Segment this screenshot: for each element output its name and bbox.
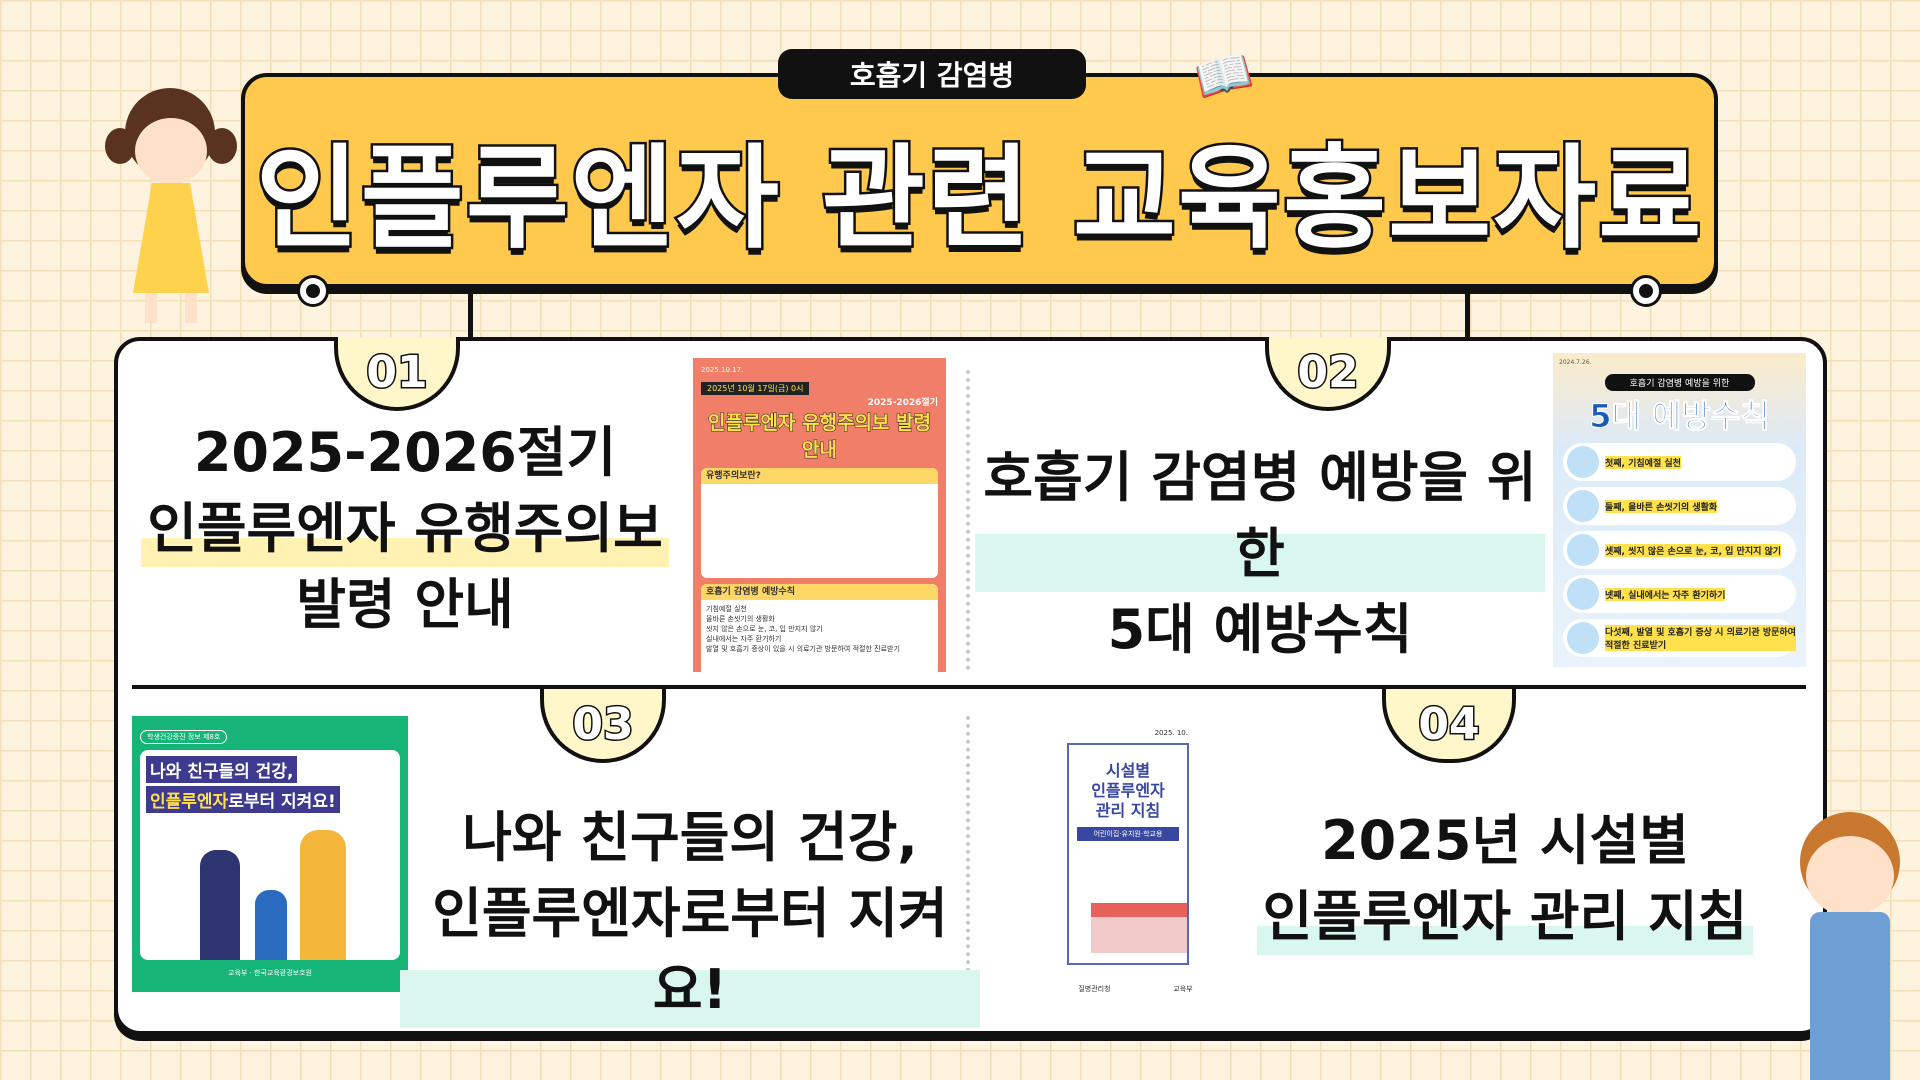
thumb-rule: 넷째, 실내에서는 자주 환기하기 — [1563, 575, 1796, 613]
title-line: 2025년 시설별 — [1321, 809, 1689, 872]
item-04-title[interactable]: 2025년 시설별 인플루엔자 관리 지침 — [1240, 803, 1770, 955]
item-03-title[interactable]: 나와 친구들의 건강, 인플루엔자로부터 지켜요! — [400, 800, 980, 1028]
thumb-rule: 다섯째, 발열 및 호흡기 증상 시 의료기관 방문하여 적절한 진료받기 — [1563, 619, 1796, 657]
thumb-line: 나와 친구들의 건강, — [146, 756, 298, 783]
thumb-headline: 인플루엔자 유행주의보 발령 안내 — [708, 412, 932, 462]
school-illustration — [1091, 903, 1187, 953]
item-04-thumbnail[interactable]: 2025. 10. 시설별 인플루엔자 관리 지침 어린이집·유치원·학교용 질… — [1047, 719, 1224, 998]
title-line: 인플루엔자 유행주의보 — [141, 491, 669, 567]
thumb-section: 유행주의보란? — [701, 468, 938, 484]
thumb-banner: 2025년 10월 17일(금) 0시 — [701, 382, 810, 395]
thumb-pill: 호흡기 감염병 예방을 위한 — [1604, 374, 1755, 391]
thumb-date: 2025. 10. — [1154, 729, 1188, 737]
thumb-line: 인플루엔자로부터 지켜요! — [146, 786, 340, 813]
girl-character-illustration — [95, 88, 245, 328]
page-title: 인플루엔자 관련 교육홍보자료 — [253, 132, 1704, 267]
post-left — [468, 288, 473, 338]
thumb-rule: 둘째, 올바른 손씻기의 생활화 — [1563, 487, 1796, 525]
thumb-point: 기침예절 실천 — [706, 605, 747, 613]
thumb-date: 2024.7.26. — [1559, 359, 1592, 366]
header-tag: 호흡기 감염병 — [778, 49, 1086, 99]
thumb-title: 인플루엔자 — [1091, 781, 1165, 800]
title-line: 발령 안내 — [296, 573, 514, 636]
thumb-rule: 첫째, 기침예절 실천 — [1563, 443, 1796, 481]
thumb-point: 실내에서는 자주 환기하기 — [706, 635, 782, 643]
thumb-season: 2025-2026절기 — [867, 398, 938, 408]
thumb-footer: 교육부 — [1173, 985, 1193, 993]
title-line: 5대 예방수칙 — [1107, 598, 1413, 661]
item-01-thumbnail[interactable]: 2025.10.17. 2025년 10월 17일(금) 0시 2025-202… — [693, 358, 946, 672]
title-line: 호흡기 감염병 예방을 위한 — [975, 440, 1545, 592]
thumb-point: 올바른 손씻기의 생활화 — [706, 615, 775, 623]
thumb-subtitle: 어린이집·유치원·학교용 — [1077, 827, 1179, 841]
thumb-date: 2025.10.17. — [701, 366, 744, 374]
horizontal-divider — [132, 685, 1806, 689]
header-hole-right — [1633, 278, 1659, 304]
title-line: 2025-2026절기 — [193, 421, 617, 484]
thumb-point: 씻지 않은 손으로 눈, 코, 입 만지지 않기 — [706, 625, 823, 633]
item-01-title[interactable]: 2025-2026절기 인플루엔자 유행주의보 발령 안내 — [130, 415, 680, 643]
thumb-title: 관리 지침 — [1095, 801, 1161, 820]
title-line: 인플루엔자로부터 지켜요! — [400, 876, 980, 1028]
thumb-label: 학생건강증진 정보 제8호 — [140, 730, 228, 744]
thumb-title: 시설별 — [1105, 761, 1151, 780]
thumb-footer: 질병관리청 — [1078, 985, 1111, 993]
item-02-title[interactable]: 호흡기 감염병 예방을 위한 5대 예방수칙 — [975, 440, 1545, 668]
thumb-point: 발열 및 호흡기 증상이 있을 시 의료기관 방문하여 적절한 진료받기 — [706, 645, 900, 653]
post-right — [1465, 288, 1470, 338]
vertical-divider-top — [966, 370, 970, 670]
item-03-thumbnail[interactable]: 학생건강증진 정보 제8호 나와 친구들의 건강, 인플루엔자로부터 지켜요! … — [132, 716, 408, 992]
thumb-section: 호흡기 감염병 예방수칙 — [701, 584, 938, 600]
thumb-footer: 교육부 · 한국교육환경보호원 — [228, 969, 312, 977]
thumb-headline: 5대 예방수칙 — [1589, 397, 1771, 436]
thumb-rule: 셋째, 씻지 않은 손으로 눈, 코, 입 만지지 않기 — [1563, 531, 1796, 569]
title-line: 나와 친구들의 건강, — [462, 806, 918, 869]
vertical-divider-bottom — [966, 716, 970, 996]
title-line: 인플루엔자 관리 지침 — [1256, 879, 1754, 955]
item-02-thumbnail[interactable]: 2024.7.26. 호흡기 감염병 예방을 위한 5대 예방수칙 첫째, 기침… — [1553, 353, 1806, 667]
header-hole-left — [300, 278, 326, 304]
boy-character-illustration — [1790, 812, 1920, 1080]
